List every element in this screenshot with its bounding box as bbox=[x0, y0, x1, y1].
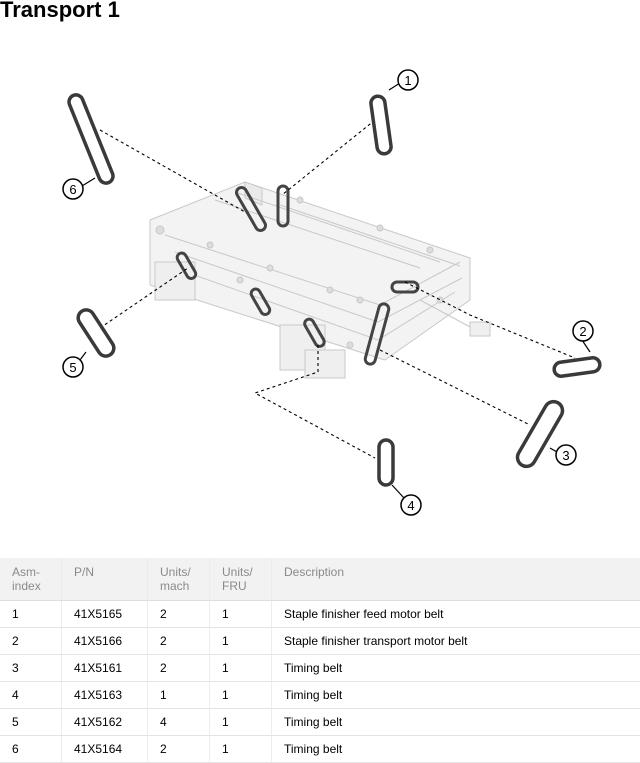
cell-pn: 41X5162 bbox=[62, 709, 148, 736]
cell-index: 6 bbox=[0, 736, 62, 763]
cell-units-mach: 2 bbox=[148, 655, 210, 682]
cell-pn: 41X5166 bbox=[62, 628, 148, 655]
table-row: 5 41X5162 4 1 Timing belt bbox=[0, 709, 640, 736]
cell-units-mach: 2 bbox=[148, 628, 210, 655]
belt-6 bbox=[67, 93, 115, 185]
cell-units-fru: 1 bbox=[210, 736, 272, 763]
cell-units-mach: 4 bbox=[148, 709, 210, 736]
cell-index: 2 bbox=[0, 628, 62, 655]
cell-index: 3 bbox=[0, 655, 62, 682]
table-row: 3 41X5161 2 1 Timing belt bbox=[0, 655, 640, 682]
cell-units-fru: 1 bbox=[210, 655, 272, 682]
header-asm-index: Asm- index bbox=[0, 558, 62, 601]
callout-6-label: 6 bbox=[69, 182, 76, 197]
cell-pn: 41X5164 bbox=[62, 736, 148, 763]
cell-index: 1 bbox=[0, 601, 62, 628]
callout-4-label: 4 bbox=[407, 498, 414, 513]
cell-description: Timing belt bbox=[272, 709, 640, 736]
table-row: 1 41X5165 2 1 Staple finisher feed motor… bbox=[0, 601, 640, 628]
cell-units-mach: 2 bbox=[148, 601, 210, 628]
cell-description: Timing belt bbox=[272, 736, 640, 763]
belt-2 bbox=[553, 357, 601, 377]
belt-1 bbox=[370, 95, 392, 154]
cell-units-mach: 2 bbox=[148, 736, 210, 763]
table-header-row: Asm- index P/N Units/ mach Units/ FRU De… bbox=[0, 558, 640, 601]
header-description: Description bbox=[272, 558, 640, 601]
header-units-mach: Units/ mach bbox=[148, 558, 210, 601]
cell-index: 5 bbox=[0, 709, 62, 736]
cell-index: 4 bbox=[0, 682, 62, 709]
parts-table: Asm- index P/N Units/ mach Units/ FRU De… bbox=[0, 558, 640, 763]
cell-units-fru: 1 bbox=[210, 709, 272, 736]
callout-2-label: 2 bbox=[579, 324, 586, 339]
cell-pn: 41X5163 bbox=[62, 682, 148, 709]
cell-pn: 41X5161 bbox=[62, 655, 148, 682]
cell-units-fru: 1 bbox=[210, 628, 272, 655]
header-pn: P/N bbox=[62, 558, 148, 601]
exploded-parts-diagram: 1 2 3 4 5 6 bbox=[0, 48, 640, 538]
cell-description: Timing belt bbox=[272, 655, 640, 682]
cell-description: Staple finisher transport motor belt bbox=[272, 628, 640, 655]
table-row: 2 41X5166 2 1 Staple finisher transport … bbox=[0, 628, 640, 655]
cell-units-mach: 1 bbox=[148, 682, 210, 709]
cell-units-fru: 1 bbox=[210, 682, 272, 709]
cell-description: Staple finisher feed motor belt bbox=[272, 601, 640, 628]
transport-assembly-illustration bbox=[150, 182, 490, 378]
callout-1-label: 1 bbox=[404, 73, 411, 88]
belt-5 bbox=[75, 307, 117, 359]
cell-pn: 41X5165 bbox=[62, 601, 148, 628]
cell-description: Timing belt bbox=[272, 682, 640, 709]
cell-units-fru: 1 bbox=[210, 601, 272, 628]
table-row: 6 41X5164 2 1 Timing belt bbox=[0, 736, 640, 763]
callout-5-label: 5 bbox=[69, 360, 76, 375]
page-title: Transport 1 bbox=[0, 0, 120, 23]
table-row: 4 41X5163 1 1 Timing belt bbox=[0, 682, 640, 709]
header-units-fru: Units/ FRU bbox=[210, 558, 272, 601]
belt-4 bbox=[379, 440, 393, 485]
callout-3-label: 3 bbox=[562, 448, 569, 463]
